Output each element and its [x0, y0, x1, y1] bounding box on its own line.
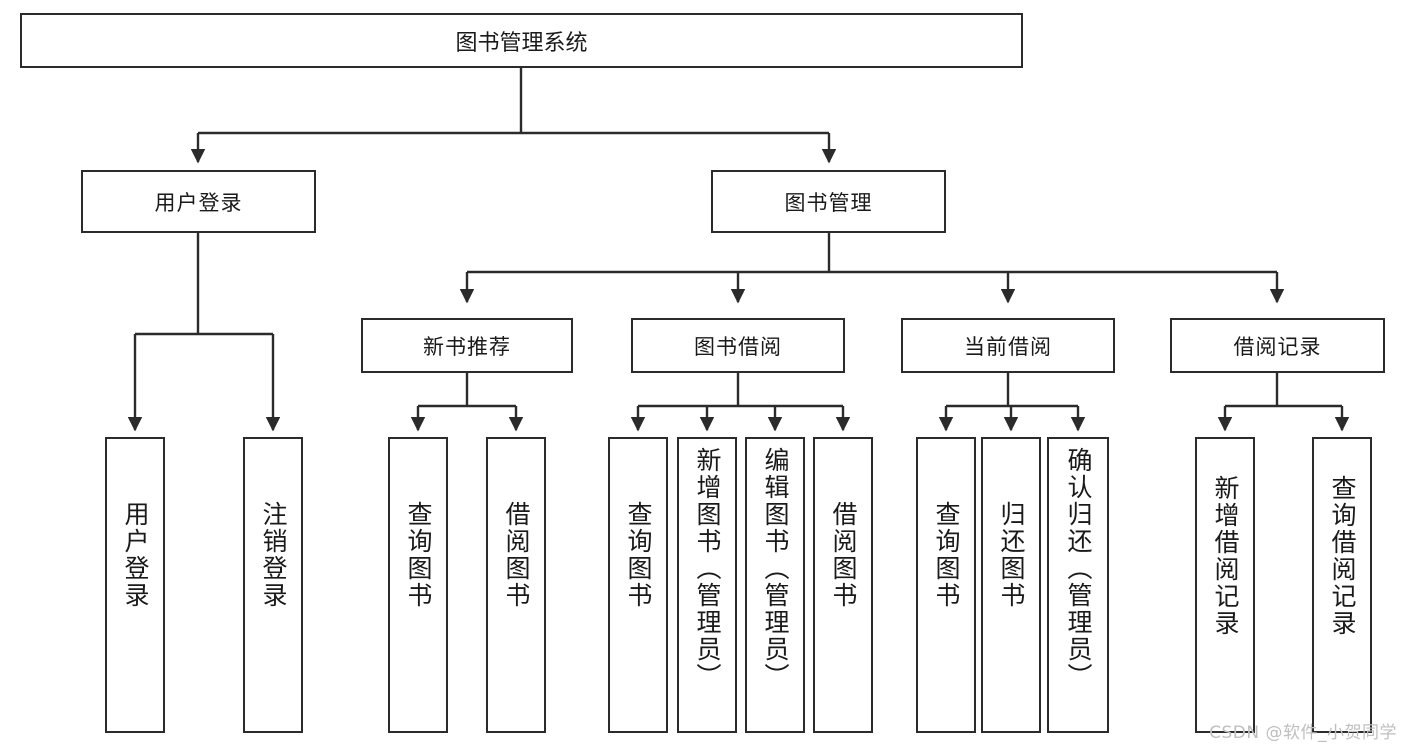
- node-borrow-record[interactable]: 借阅记录: [1170, 318, 1385, 373]
- leaf-label: 查询图书: [404, 501, 433, 609]
- node-current-borrow-label: 当前借阅: [964, 334, 1052, 359]
- node-leaf-query-book-3[interactable]: 查询图书: [916, 437, 976, 733]
- leaf-label: 查询图书: [932, 501, 961, 609]
- node-book-borrow[interactable]: 图书借阅: [631, 318, 845, 373]
- node-leaf-user-logout[interactable]: 注销登录: [243, 437, 303, 733]
- node-leaf-confirm-return[interactable]: 确认归还（管理员）: [1047, 437, 1109, 733]
- node-leaf-return-book[interactable]: 归还图书: [981, 437, 1041, 733]
- node-root-label: 图书管理系统: [455, 30, 588, 56]
- node-book-borrow-label: 图书借阅: [694, 334, 782, 359]
- node-leaf-edit-book[interactable]: 编辑图书（管理员）: [745, 437, 805, 733]
- node-new-book-recommend-label: 新书推荐: [423, 334, 511, 359]
- leaf-label: 借阅图书: [502, 501, 531, 609]
- node-root[interactable]: 图书管理系统: [20, 13, 1023, 68]
- node-leaf-add-book[interactable]: 新增图书（管理员）: [677, 437, 737, 733]
- node-leaf-borrow-book-2[interactable]: 借阅图书: [813, 437, 873, 733]
- leaf-label: 确认归还（管理员）: [1064, 447, 1093, 690]
- node-leaf-query-book-1[interactable]: 查询图书: [388, 437, 448, 733]
- node-leaf-add-record[interactable]: 新增借阅记录: [1195, 437, 1255, 733]
- leaf-label: 注销登录: [259, 501, 288, 609]
- watermark: CSDN @软件_小贺同学: [1209, 723, 1397, 743]
- node-current-borrow[interactable]: 当前借阅: [901, 318, 1115, 373]
- node-user-login[interactable]: 用户登录: [81, 170, 316, 233]
- node-leaf-user-login[interactable]: 用户登录: [105, 437, 165, 733]
- node-user-login-label: 用户登录: [154, 190, 243, 215]
- node-book-manage-label: 图书管理: [784, 190, 873, 215]
- node-leaf-query-book-2[interactable]: 查询图书: [608, 437, 668, 733]
- node-leaf-query-record[interactable]: 查询借阅记录: [1312, 437, 1372, 733]
- node-leaf-borrow-book-1[interactable]: 借阅图书: [486, 437, 546, 733]
- node-new-book-recommend[interactable]: 新书推荐: [361, 318, 573, 373]
- leaf-label: 用户登录: [121, 501, 150, 609]
- leaf-label: 新增借阅记录: [1211, 475, 1240, 637]
- leaf-label: 借阅图书: [829, 501, 858, 609]
- leaf-label: 查询图书: [624, 501, 653, 609]
- node-book-manage[interactable]: 图书管理: [711, 170, 946, 233]
- leaf-label: 新增图书（管理员）: [693, 447, 722, 690]
- leaf-label: 编辑图书（管理员）: [761, 447, 790, 690]
- leaf-label: 归还图书: [997, 501, 1026, 609]
- leaf-label: 查询借阅记录: [1328, 475, 1357, 637]
- node-borrow-record-label: 借阅记录: [1233, 334, 1322, 359]
